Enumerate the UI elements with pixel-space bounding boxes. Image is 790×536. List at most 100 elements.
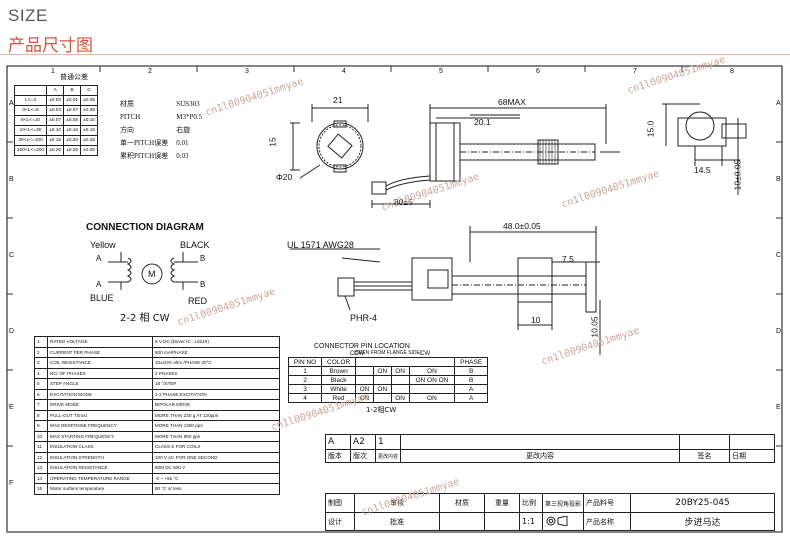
tol-cell: ±0.25 (80, 135, 99, 146)
frame-side-B: B (9, 176, 14, 183)
pin-cell: ON (372, 366, 392, 376)
spec-no: 1 (34, 336, 48, 348)
pin-cell: Brown (321, 366, 357, 376)
dim-48: 48.0±0.05 (503, 221, 541, 231)
dim-10-05: 10±0.05 (732, 159, 743, 191)
spec-no: 6 (34, 388, 48, 400)
pin-cell: ON (408, 366, 456, 376)
assembly-view (290, 226, 601, 355)
spec-no: 13 (34, 462, 48, 474)
label-yellow: Yellow (90, 240, 116, 250)
tol-cell: ±0.20 (63, 135, 82, 146)
spec-item: RATED VOLTAGE (47, 336, 153, 348)
label-red: RED (188, 296, 208, 306)
spec-no: 8 (34, 409, 48, 421)
tb-scale-value: 1:1 (519, 512, 543, 531)
tb-scale: 比例 (519, 493, 543, 513)
spec-no: 4 (34, 367, 48, 379)
tol-h3: C (80, 85, 99, 96)
spec-no: 5 (34, 378, 48, 390)
mat-label: 材质 (120, 99, 134, 108)
dim-7-5: 7.5 (562, 254, 574, 264)
rev-1: 1 (374, 434, 402, 450)
tol-cell: ±0.15 (46, 135, 65, 146)
pin-cell: 3 (287, 384, 323, 394)
rev-h-version: 版本 (325, 449, 351, 463)
dim-15-0: 15.0 (645, 120, 656, 138)
spec-value: CLASS E FOR COILS (152, 441, 280, 453)
frame-mark-8: 8 (730, 68, 734, 75)
tol-cell: ±0.07 (63, 105, 82, 116)
spec-item: INSULATION STRENGTH (47, 451, 153, 463)
engineering-drawing (6, 65, 783, 533)
tol-cell: ±0.10 (63, 125, 82, 136)
tb-product-name: 步进马达 (630, 512, 775, 531)
tol-cell: ±0.20 (46, 145, 65, 156)
rev-h-change: 更改内容 (374, 449, 402, 463)
frame-mark-3: 3 (245, 68, 249, 75)
frame-side-D-right: D (776, 328, 782, 335)
pin-cell: A (454, 384, 488, 394)
spec-no: 12 (34, 451, 48, 463)
spec-value: 50M DC 500 V (152, 462, 280, 474)
spec-value: MORE THAN 1300 pps (152, 420, 280, 432)
label-blue: BLUE (90, 293, 114, 303)
mat-label: 单一PITCH误差 (120, 138, 169, 147)
spec-item: COIL RESISTANCE (47, 357, 153, 369)
dim-10: 10 (531, 315, 541, 325)
pin-cell (355, 366, 374, 376)
dim-phi20: Φ20 (276, 172, 293, 182)
tb-part-no-label: 产品料号 (583, 493, 632, 513)
frame-mark-5: 5 (439, 68, 443, 75)
tol-cell: ±0.10 (80, 115, 99, 126)
front-view (290, 104, 369, 179)
spec-item: MAX RESPONSE FREQUENCY (47, 420, 153, 432)
rev-h-edition: 版次 (350, 449, 376, 463)
label-b-top: B (200, 254, 206, 263)
rev-h-content: 更改内容 (400, 449, 680, 463)
rev-h-sign: 签名 (679, 449, 730, 463)
label-black: BLACK (180, 240, 210, 250)
mat-label: PITCH (120, 112, 141, 121)
spec-item: OPERATING TEMPERATURE RANGE (47, 472, 153, 484)
mat-value: M3*P0.5 (176, 112, 203, 121)
side-view (429, 104, 620, 182)
spec-no: 10 (34, 430, 48, 442)
tol-cell: ±0.10 (46, 125, 65, 136)
spec-value: 1-2 PHASE EXCITATION (152, 388, 280, 400)
spec-no: 11 (34, 441, 48, 453)
frame-side-C-right: C (776, 252, 782, 259)
spec-item: Motor surface temperature (47, 483, 153, 495)
label-a-bot: A (96, 280, 102, 289)
pin-cell: 4 (287, 393, 323, 403)
frame-side-A: A (9, 100, 14, 107)
dim-14-5: 14.5 (694, 165, 711, 175)
frame-mark-1: 1 (51, 68, 55, 75)
mat-value: SUS303 (176, 99, 200, 108)
tb-product-name-label: 产品名称 (583, 512, 632, 531)
pin-h: PHASE (454, 357, 488, 367)
tol-cell: 3<L<=6 (13, 105, 48, 116)
wire-label: UL 1571 AWG28 (287, 240, 354, 250)
spec-value: 500 mA/PHASE (152, 346, 280, 358)
label-b-bot: B (200, 280, 206, 289)
spec-item: INSULATION RESISTANCE (47, 462, 153, 474)
frame-side-A-right: A (776, 100, 781, 107)
frame-ticks (7, 66, 782, 447)
header-subtitle: 产品尺寸图 (8, 36, 93, 56)
spec-no: 2 (34, 346, 48, 358)
tol-cell: 100<L<=200 (13, 145, 48, 156)
motor-symbol: M (148, 269, 156, 279)
pin-cell: ON (390, 366, 410, 376)
tol-cell: ±0.25 (63, 145, 82, 156)
tol-cell: 30<L<=100 (13, 135, 48, 146)
pin-title: CONNECTOR PIN LOCATION (314, 343, 410, 350)
tb-weight: 重量 (484, 493, 520, 513)
spec-value: 80 °C or less (152, 483, 280, 495)
pin-cell (390, 375, 410, 385)
tol-cell: ±0.30 (80, 145, 99, 156)
tol-cell: ±0.05 (80, 105, 99, 116)
dim-20-1: 20.1 (474, 117, 491, 127)
rev-h-date: 日期 (729, 449, 775, 463)
pin-cell: B (454, 366, 488, 376)
